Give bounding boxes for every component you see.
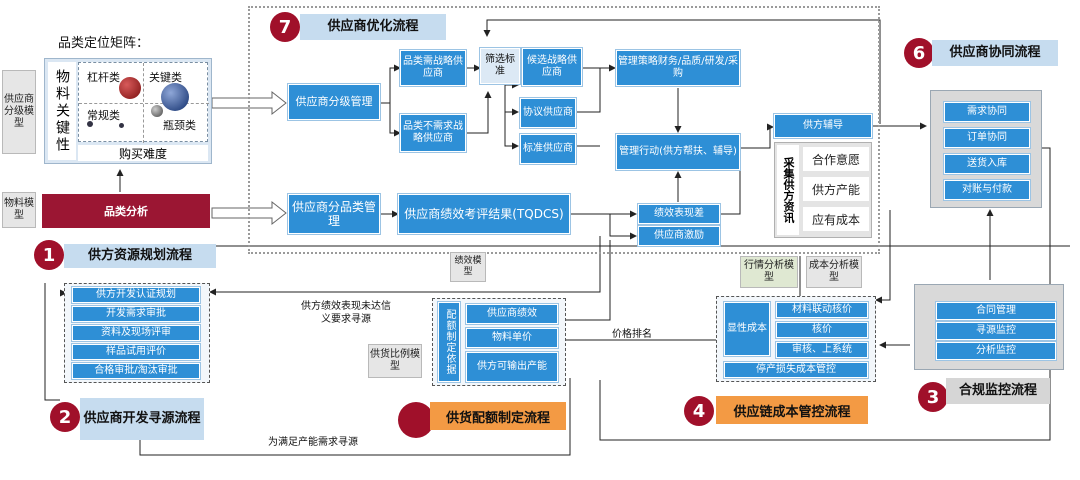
standard-supplier: 标准供应商 (520, 134, 576, 164)
stop-loss-cost-control: 停产损失成本管控 (724, 362, 868, 378)
order-collab: 订单协同 (944, 128, 1030, 148)
flow4-number: 4 (684, 396, 714, 426)
flow6-number: 6 (904, 38, 934, 68)
quota-basis: 配额制定依据 (438, 302, 460, 382)
collect-info-panel: 采集供方资讯 合作意愿 供方产能 应有成本 (774, 142, 872, 238)
no-strategic-needs: 品类不需求战略供应商 (400, 114, 466, 152)
material-model: 物料模型 (2, 192, 36, 228)
quadrant-leverage: 杠杆类 (87, 71, 120, 84)
price-rank-note: 价格排名 (612, 329, 652, 340)
screening-standard: 筛选标准 (480, 48, 520, 84)
supplier-capacity: 供方产能 (803, 177, 869, 201)
supplier-performance: 供应商绩效 (466, 304, 558, 324)
material-unit-price: 物料单价 (466, 328, 558, 348)
dev-cert-plan: 供方开发认证规划 (72, 287, 200, 303)
category-matrix: 物料关键性 杠杆类 关键类 常规类 瓶颈类 购买难度 (44, 58, 212, 164)
flow7-number: 7 (270, 12, 300, 42)
supply-ratio-model: 供货比例模型 (368, 344, 422, 378)
explicit-cost: 显性成本 (724, 302, 770, 356)
management-action: 管理行动(供方帮扶、辅导) (616, 134, 740, 170)
dev-demand-approval: 开发需求审批 (72, 306, 200, 322)
flow2-number: 2 (50, 402, 80, 432)
supplier-incentive: 供应商激励 (638, 226, 720, 246)
sample-trial-eval: 样品试用评价 (72, 344, 200, 360)
demand-collab: 需求协同 (944, 102, 1030, 122)
performance-result: 供应商绩效考评结果(TQDCS) (398, 194, 570, 234)
sourcing-monitor: 寻源监控 (936, 322, 1056, 340)
matrix-bubble (151, 105, 163, 117)
category-analysis: 品类分析 (42, 194, 210, 228)
cost-analysis-model: 成本分析模型 (806, 256, 862, 288)
matrix-bubble (87, 121, 93, 127)
pricing-check: 核价 (776, 322, 868, 338)
flow6-title: 供应商协同流程 (932, 40, 1058, 66)
flow1-title: 供方资源规划流程 (64, 244, 216, 268)
matrix-bubble (119, 123, 124, 128)
market-analysis-model: 行情分析模型 (740, 256, 798, 288)
matrix-x-label: 购买难度 (78, 145, 208, 161)
flow7-region (248, 6, 880, 254)
strategic-needs: 品类需战略供应商 (400, 50, 466, 86)
flow3-title: 合规监控流程 (946, 378, 1050, 404)
quadrant-routine: 常规类 (87, 109, 120, 122)
supplier-grading-model: 供应商分级模型 (2, 70, 36, 154)
material-linkage-pricing: 材料联动核价 (776, 302, 868, 318)
delivery-warehousing: 送货入库 (944, 154, 1030, 174)
reconciliation-payment: 对账与付款 (944, 180, 1030, 200)
flow5-number-circle (398, 402, 434, 438)
matrix-plot: 杠杆类 关键类 常规类 瓶颈类 (78, 62, 209, 143)
audit-system-entry: 审核、上系统 (776, 342, 868, 358)
candidate-strategic: 候选战略供应商 (522, 48, 582, 86)
flow4-title: 供应链成本管控流程 (716, 396, 868, 424)
supplier-grading-mgmt: 供应商分级管理 (288, 84, 380, 120)
underperform-note: 供方绩效表现未达信义要求寻源 (301, 301, 391, 325)
analysis-monitor: 分析监控 (936, 342, 1056, 360)
flow1-number: 1 (34, 240, 64, 270)
supplier-output-capacity: 供方可输出产能 (466, 352, 558, 382)
quadrant-critical: 关键类 (149, 71, 182, 84)
cooperation-willingness: 合作意愿 (803, 147, 869, 171)
supplier-coaching: 供方辅导 (774, 114, 872, 138)
contract-management: 合同管理 (936, 302, 1056, 320)
qualify-eliminate-approval: 合格审批/淘汰审批 (72, 363, 200, 379)
should-cost: 应有成本 (803, 207, 869, 231)
doc-site-review: 资料及现场评审 (72, 325, 200, 341)
agreement-supplier: 协议供应商 (520, 98, 576, 128)
matrix-y-label: 物料关键性 (48, 62, 76, 160)
matrix-bubble (119, 77, 141, 99)
flow7-title: 供应商优化流程 (300, 14, 446, 40)
flow3-number: 3 (918, 382, 948, 412)
collect-info-label: 采集供方资讯 (777, 145, 799, 235)
management-strategy: 管理策略财务/品质/研发/采购 (616, 50, 740, 86)
flow5-title: 供货配额制定流程 (430, 402, 566, 430)
matrix-title: 品类定位矩阵： (58, 36, 150, 51)
performance-model: 绩效模型 (450, 252, 486, 282)
supplier-class-mgmt: 供应商分品类管理 (288, 194, 380, 234)
matrix-bubble (161, 83, 189, 111)
flow2-title: 供应商开发寻源流程 (80, 398, 204, 440)
quadrant-bottleneck: 瓶颈类 (163, 119, 196, 132)
poor-performance: 绩效表现差 (638, 204, 720, 224)
capacity-need-note: 为满足产能需求寻源 (268, 437, 358, 448)
